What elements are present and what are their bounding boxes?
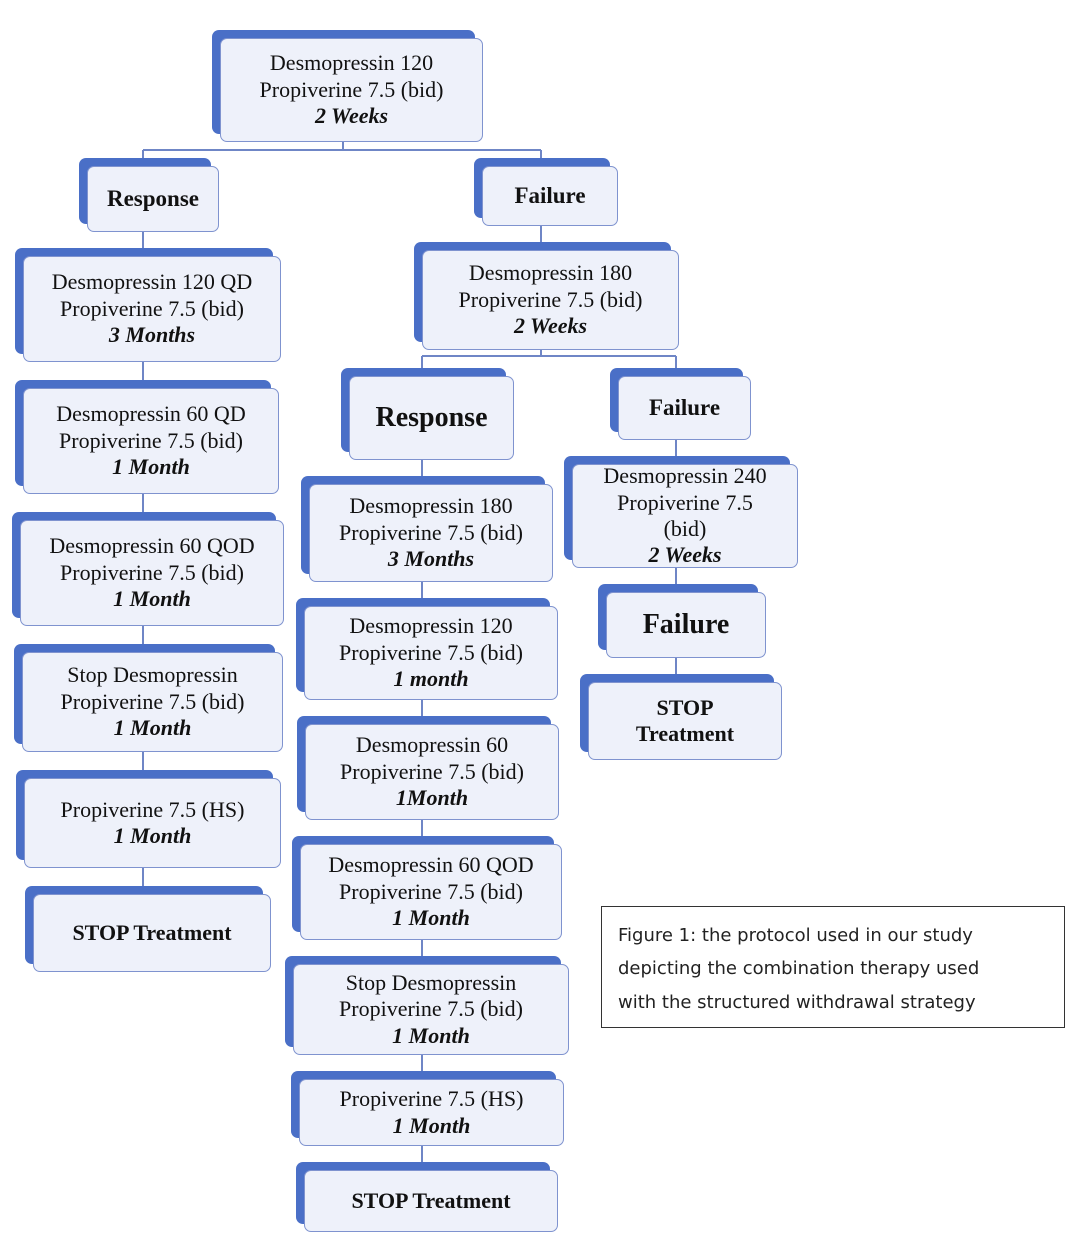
drug-line: Propiverine 7.5 (bid) [339, 639, 523, 665]
drug-line: Propiverine 7.5 (HS) [339, 1086, 524, 1112]
drug-line: Stop Desmopressin [345, 969, 517, 995]
drug-line: Propiverine 7.5 (bid) [339, 996, 523, 1022]
left-step-3: Desmopressin 60 QOD Propiverine 7.5 (bid… [12, 512, 284, 626]
drug-line: Propiverine 7.5 (bid) [60, 688, 245, 714]
duration: 1 Month [113, 586, 191, 612]
sub-response-label: Response [341, 368, 514, 460]
drug-line: Stop Desmopressin [67, 662, 238, 688]
duration: 2 Weeks [314, 103, 389, 129]
drug-line: Propiverine 7.5 [617, 489, 753, 515]
sub-failure-label: Failure [610, 368, 751, 440]
duration: 1 Month [112, 454, 190, 480]
caption-line: Figure 1: the protocol used in our study [618, 925, 973, 946]
right-failure-label: Failure [474, 158, 618, 226]
drug-line: (bid) [663, 516, 707, 541]
duration: 1 Month [113, 823, 192, 848]
duration: 1 month [393, 666, 469, 692]
sub-response-step-1: Desmopressin 180 Propiverine 7.5 (bid) 3… [301, 476, 553, 582]
figure-caption: Figure 1: the protocol used in our study… [601, 906, 1065, 1028]
drug-line: Propiverine 7.5 (bid) [60, 295, 244, 321]
failure-stop-treatment: STOP Treatment [580, 674, 782, 760]
drug-line: Desmopressin 120 [269, 50, 434, 76]
drug-line: Desmopressin 120 QD [51, 269, 253, 295]
drug-line: Desmopressin 180 [468, 260, 633, 286]
sub-response-step-3: Desmopressin 60 Propiverine 7.5 (bid) 1M… [297, 716, 559, 820]
sub-response-step-5: Stop Desmopressin Propiverine 7.5 (bid) … [285, 956, 569, 1055]
left-step-1: Desmopressin 120 QD Propiverine 7.5 (bid… [15, 248, 281, 362]
sub-response-stop-treatment: STOP Treatment [296, 1162, 558, 1232]
duration: 1 Month [113, 715, 192, 741]
duration: 2 Weeks [648, 542, 722, 568]
left-step-2: Desmopressin 60 QD Propiverine 7.5 (bid)… [15, 380, 279, 494]
drug-line: Propiverine 7.5 (bid) [339, 878, 523, 904]
duration: 1 Month [392, 1022, 470, 1048]
drug-line: Desmopressin 120 [349, 613, 513, 639]
caption-line: with the structured withdrawal strategy [618, 991, 976, 1013]
drug-line: Propiverine 7.5 (bid) [59, 427, 243, 453]
sub-response-step-2: Desmopressin 120 Propiverine 7.5 (bid) 1… [296, 598, 558, 700]
left-stop-treatment: STOP Treatment [25, 886, 271, 972]
final-failure-label: Failure [598, 584, 766, 658]
drug-line: Propiverine 7.5 (bid) [259, 76, 444, 102]
drug-line: Propiverine 7.5 (bid) [339, 519, 523, 545]
duration: 3 Months [387, 546, 475, 572]
left-step-5: Propiverine 7.5 (HS) 1 Month [16, 770, 281, 868]
duration: 2 Weeks [513, 313, 588, 339]
top-step: Desmopressin 120 Propiverine 7.5 (bid) 2… [212, 30, 483, 142]
right-step: Desmopressin 180 Propiverine 7.5 (bid) 2… [414, 242, 679, 350]
drug-line: Desmopressin 180 [349, 493, 513, 519]
drug-line: Desmopressin 240 [603, 463, 767, 489]
sub-failure-step: Desmopressin 240 Propiverine 7.5 (bid) 2… [564, 456, 798, 568]
duration: 1Month [395, 785, 469, 811]
duration: 1 Month [392, 1112, 471, 1138]
left-step-4: Stop Desmopressin Propiverine 7.5 (bid) … [14, 644, 283, 752]
drug-line: Desmopressin 60 QD [56, 401, 246, 427]
caption-line: depicting the combination therapy used [618, 958, 980, 980]
drug-line: Desmopressin 60 [355, 732, 509, 758]
drug-line: Propiverine 7.5 (HS) [60, 796, 245, 822]
drug-line: Propiverine 7.5 (bid) [340, 758, 524, 784]
drug-line: Desmopressin 60 QOD [328, 852, 534, 878]
sub-response-step-6: Propiverine 7.5 (HS) 1 Month [291, 1071, 564, 1146]
duration: 1 Month [392, 905, 470, 931]
left-response-label: Response [79, 158, 219, 232]
drug-line: Propiverine 7.5 (bid) [60, 559, 244, 585]
sub-response-step-4: Desmopressin 60 QOD Propiverine 7.5 (bid… [292, 836, 562, 940]
duration: 3 Months [108, 322, 196, 348]
drug-line: Desmopressin 60 QOD [49, 533, 255, 559]
drug-line: Propiverine 7.5 (bid) [458, 286, 643, 312]
